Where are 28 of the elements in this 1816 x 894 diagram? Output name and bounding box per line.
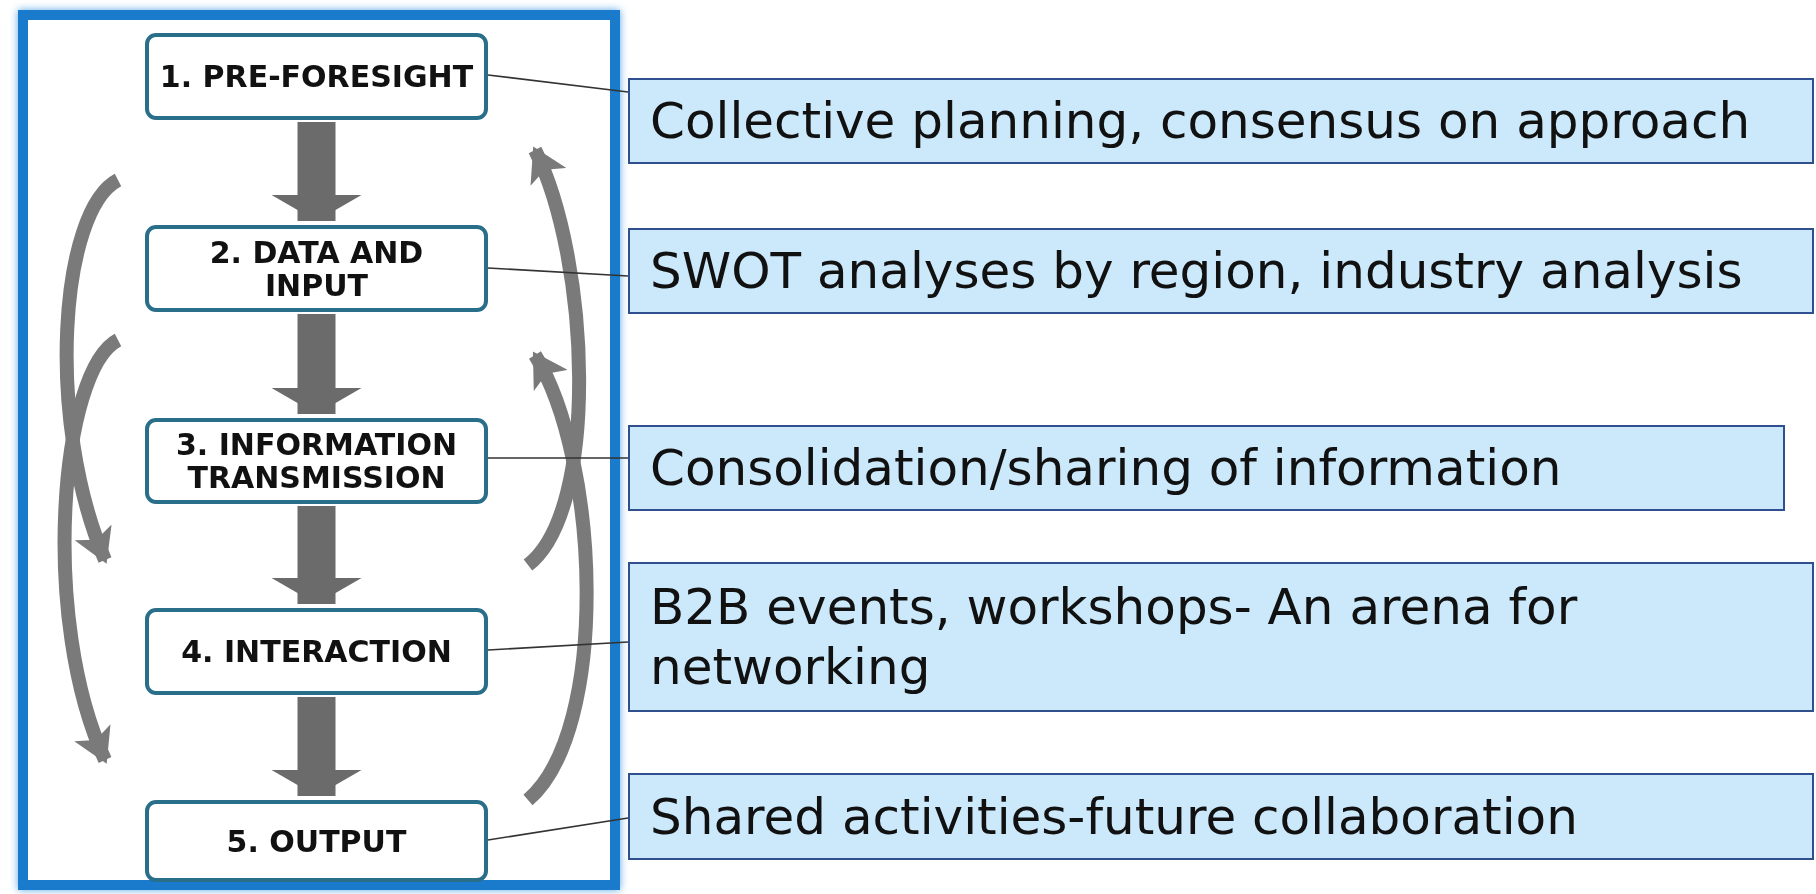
box-text: Consolidation/sharing of information	[650, 438, 1562, 498]
leader-line	[487, 74, 629, 93]
process-box	[145, 418, 488, 504]
box-text: Shared activities-future collaboration	[650, 786, 1578, 847]
description-box	[628, 78, 1814, 164]
box-text: 5. OUTPUT	[226, 824, 407, 858]
box-text: SWOT analyses by region, industry analysis	[650, 241, 1743, 301]
box-text: 3. INFORMATION TRANSMISSION	[174, 428, 459, 494]
box-text: 2. DATA AND INPUT	[208, 235, 425, 302]
process-box	[145, 33, 488, 120]
block-arrow	[271, 314, 362, 414]
box-text: 4. INTERACTION	[181, 635, 452, 668]
description-box	[628, 425, 1785, 511]
description-box	[628, 562, 1814, 712]
leader-line	[487, 267, 629, 277]
block-arrow	[271, 506, 362, 604]
description-box	[628, 773, 1814, 860]
process-box	[145, 225, 488, 312]
box-text: 1. PRE-FORESIGHT	[159, 60, 474, 93]
process-box	[145, 608, 488, 695]
box-text: Collective planning, consensus on approach	[650, 91, 1751, 151]
leader-line	[487, 457, 629, 459]
block-arrow	[271, 122, 362, 221]
box-text: B2B events, workshops- An arena for networking	[650, 577, 1579, 697]
leader-line	[487, 641, 629, 651]
block-arrow	[271, 697, 362, 796]
process-box	[145, 800, 488, 882]
description-box	[628, 228, 1814, 314]
